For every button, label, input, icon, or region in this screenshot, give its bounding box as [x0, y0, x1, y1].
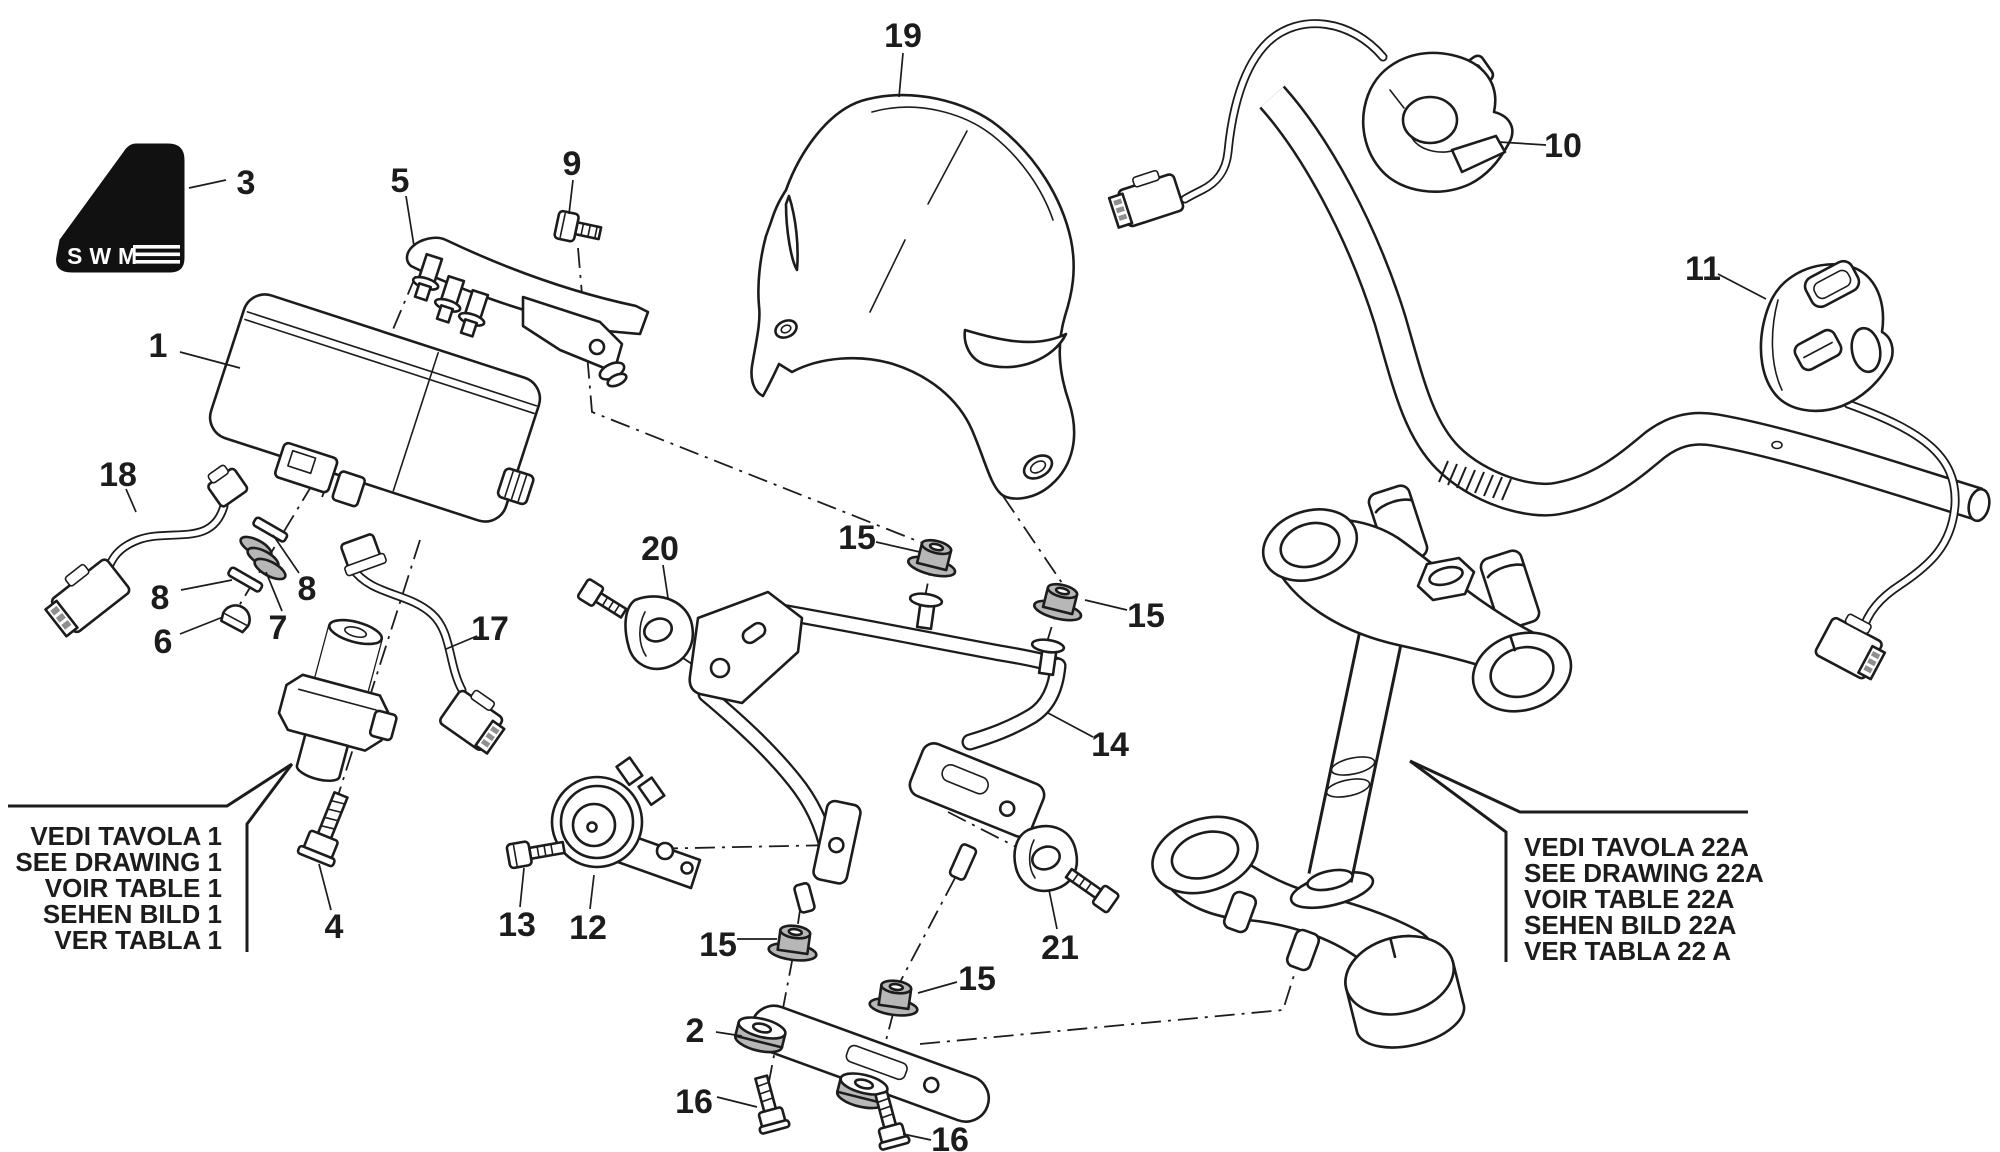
ref-right-line-4: SEHEN BILD 22A	[1524, 910, 1737, 940]
bar-end-opening	[1967, 487, 1991, 523]
screw-9	[553, 209, 603, 243]
part-callouts: 1 2 3 4 5 6 7 8 8 9 10 11 12 13 14 15 15…	[99, 17, 1721, 1152]
part-label-3: 3	[237, 164, 256, 202]
part-label-7: 7	[269, 609, 288, 647]
ref-right-line-2: SEE DRAWING 22A	[1524, 858, 1764, 888]
fairing-left-mount	[774, 319, 798, 339]
ref-left-line-1: VEDI TAVOLA 1	[30, 821, 222, 851]
ref-left-line-2: SEE DRAWING 1	[15, 847, 222, 877]
ref-left-line-4: SEHEN BILD 1	[43, 899, 222, 929]
part-label-17: 17	[471, 610, 509, 648]
right-switch-assembly	[1759, 259, 1960, 681]
washer-8-lower	[227, 566, 264, 593]
part-label-19: 19	[884, 17, 922, 55]
headlight-bracket	[688, 590, 1067, 914]
part-label-16b: 16	[931, 1121, 969, 1152]
rubber-mount-21	[1013, 824, 1120, 914]
part-label-5: 5	[391, 162, 410, 200]
connector	[1814, 613, 1887, 681]
badge-stripe	[133, 260, 180, 264]
part-label-15d: 15	[958, 960, 996, 998]
part-label-11: 11	[1685, 250, 1721, 288]
badge-stripe	[133, 245, 180, 249]
part-label-10: 10	[1544, 127, 1582, 165]
swm-badge: SWM	[56, 143, 185, 273]
lower-triple-clamp	[1151, 815, 1466, 1049]
left-switch-assembly	[1107, 19, 1514, 229]
ref-right-line-5: VER TABLA 22 A	[1524, 936, 1731, 966]
connector	[1107, 169, 1185, 229]
ignition-lock	[277, 618, 398, 783]
cable-18	[44, 464, 249, 638]
part-label-20: 20	[641, 530, 679, 568]
part-label-8b: 8	[298, 570, 317, 608]
stem-nut	[1416, 556, 1476, 602]
bolt-16	[754, 1074, 791, 1135]
upper-triple-clamp	[1261, 484, 1573, 713]
bar-hole	[1771, 440, 1783, 450]
washer-8-upper	[252, 516, 289, 543]
part-label-13: 13	[498, 906, 536, 944]
badge-label: SWM	[67, 243, 144, 269]
upper-plate	[688, 590, 804, 705]
steering-stem	[1306, 625, 1405, 892]
part-label-8a: 8	[151, 579, 170, 617]
ref-left-line-5: VER TABLA 1	[54, 925, 222, 955]
part-label-9: 9	[563, 145, 582, 183]
connector	[44, 558, 131, 638]
stud	[908, 592, 944, 631]
part-label-15b: 15	[1127, 597, 1165, 635]
connector	[439, 689, 506, 755]
part-label-14: 14	[1091, 726, 1129, 764]
part-label-21: 21	[1041, 929, 1079, 967]
lock-bolt-4	[296, 790, 349, 868]
rubber-cap-6	[220, 604, 251, 634]
cable-17	[340, 533, 506, 755]
leader-lines	[125, 52, 1767, 1141]
horn-bolt-13	[505, 840, 566, 870]
part-label-4: 4	[325, 908, 344, 946]
rubber-grommet-15	[1032, 582, 1083, 622]
headlight-fairing	[750, 93, 1076, 500]
spacer-7	[239, 535, 287, 581]
rubber-grommet-15	[906, 538, 957, 578]
horn	[550, 756, 702, 890]
badge-shape	[56, 143, 185, 273]
part-label-16a: 16	[675, 1083, 713, 1121]
rubber-mount-20	[576, 578, 695, 671]
rubber-grommet-15	[868, 979, 919, 1017]
reset-knob	[496, 467, 535, 506]
instrument-cluster	[208, 293, 542, 523]
badge-stripe	[133, 252, 180, 257]
rubber-bushing	[733, 1016, 787, 1054]
horn-tab	[812, 799, 862, 885]
lower-plate	[908, 742, 1046, 838]
part-label-18: 18	[99, 456, 137, 494]
instrument-mount-bracket	[405, 236, 650, 388]
rubber-grommet-15	[767, 924, 818, 962]
stud	[1030, 638, 1066, 677]
part-label-12: 12	[569, 909, 607, 947]
ref-left-line-3: VOIR TABLE 1	[45, 873, 222, 903]
reference-box-left: VEDI TAVOLA 1 SEE DRAWING 1 VOIR TABLE 1…	[8, 762, 294, 955]
handlebar	[1259, 85, 1991, 523]
reference-box-right: VEDI TAVOLA 22A SEE DRAWING 22A VOIR TAB…	[1409, 759, 1764, 966]
ref-right-line-3: VOIR TABLE 22A	[1524, 884, 1735, 914]
part-label-15c: 15	[699, 926, 737, 964]
part-label-6: 6	[154, 623, 173, 661]
grip-knurling	[1438, 460, 1512, 501]
part-label-2: 2	[686, 1012, 705, 1050]
fairing-right-mount	[1022, 454, 1054, 480]
part-label-15a: 15	[838, 519, 876, 557]
part-label-1: 1	[149, 327, 168, 365]
bolt-16	[874, 1090, 911, 1151]
ref-right-line-1: VEDI TAVOLA 22A	[1524, 832, 1749, 862]
